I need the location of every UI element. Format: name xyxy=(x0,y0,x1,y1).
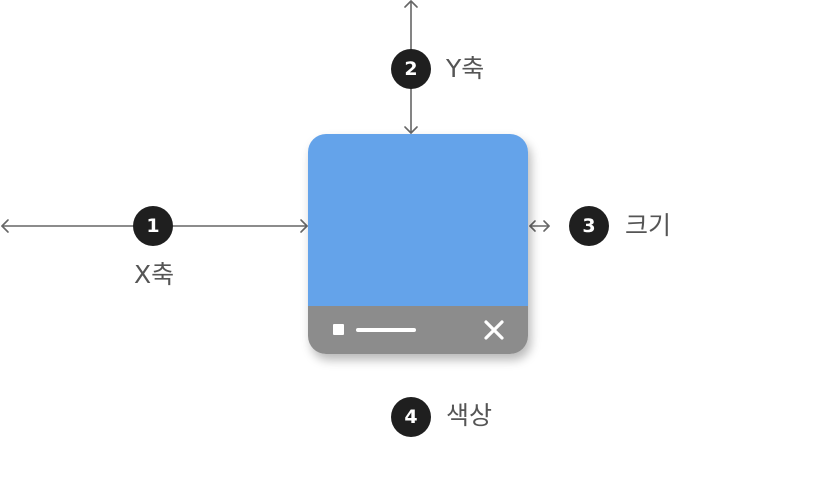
close-icon xyxy=(484,320,504,340)
label-y-axis: Y축 xyxy=(446,54,485,83)
badge-1: 1 xyxy=(133,206,173,246)
window-widget xyxy=(308,134,528,354)
widget-body xyxy=(308,134,528,306)
badge-3: 3 xyxy=(569,206,609,246)
size-arrow xyxy=(529,220,550,232)
label-x-axis: X축 xyxy=(134,260,175,289)
badge-2: 2 xyxy=(391,49,431,89)
square-icon xyxy=(333,324,344,335)
widget-bar xyxy=(308,306,528,354)
label-color: 색상 xyxy=(446,401,493,430)
label-size: 크기 xyxy=(625,211,672,240)
line-icon xyxy=(356,328,416,332)
badge-4: 4 xyxy=(391,397,431,437)
